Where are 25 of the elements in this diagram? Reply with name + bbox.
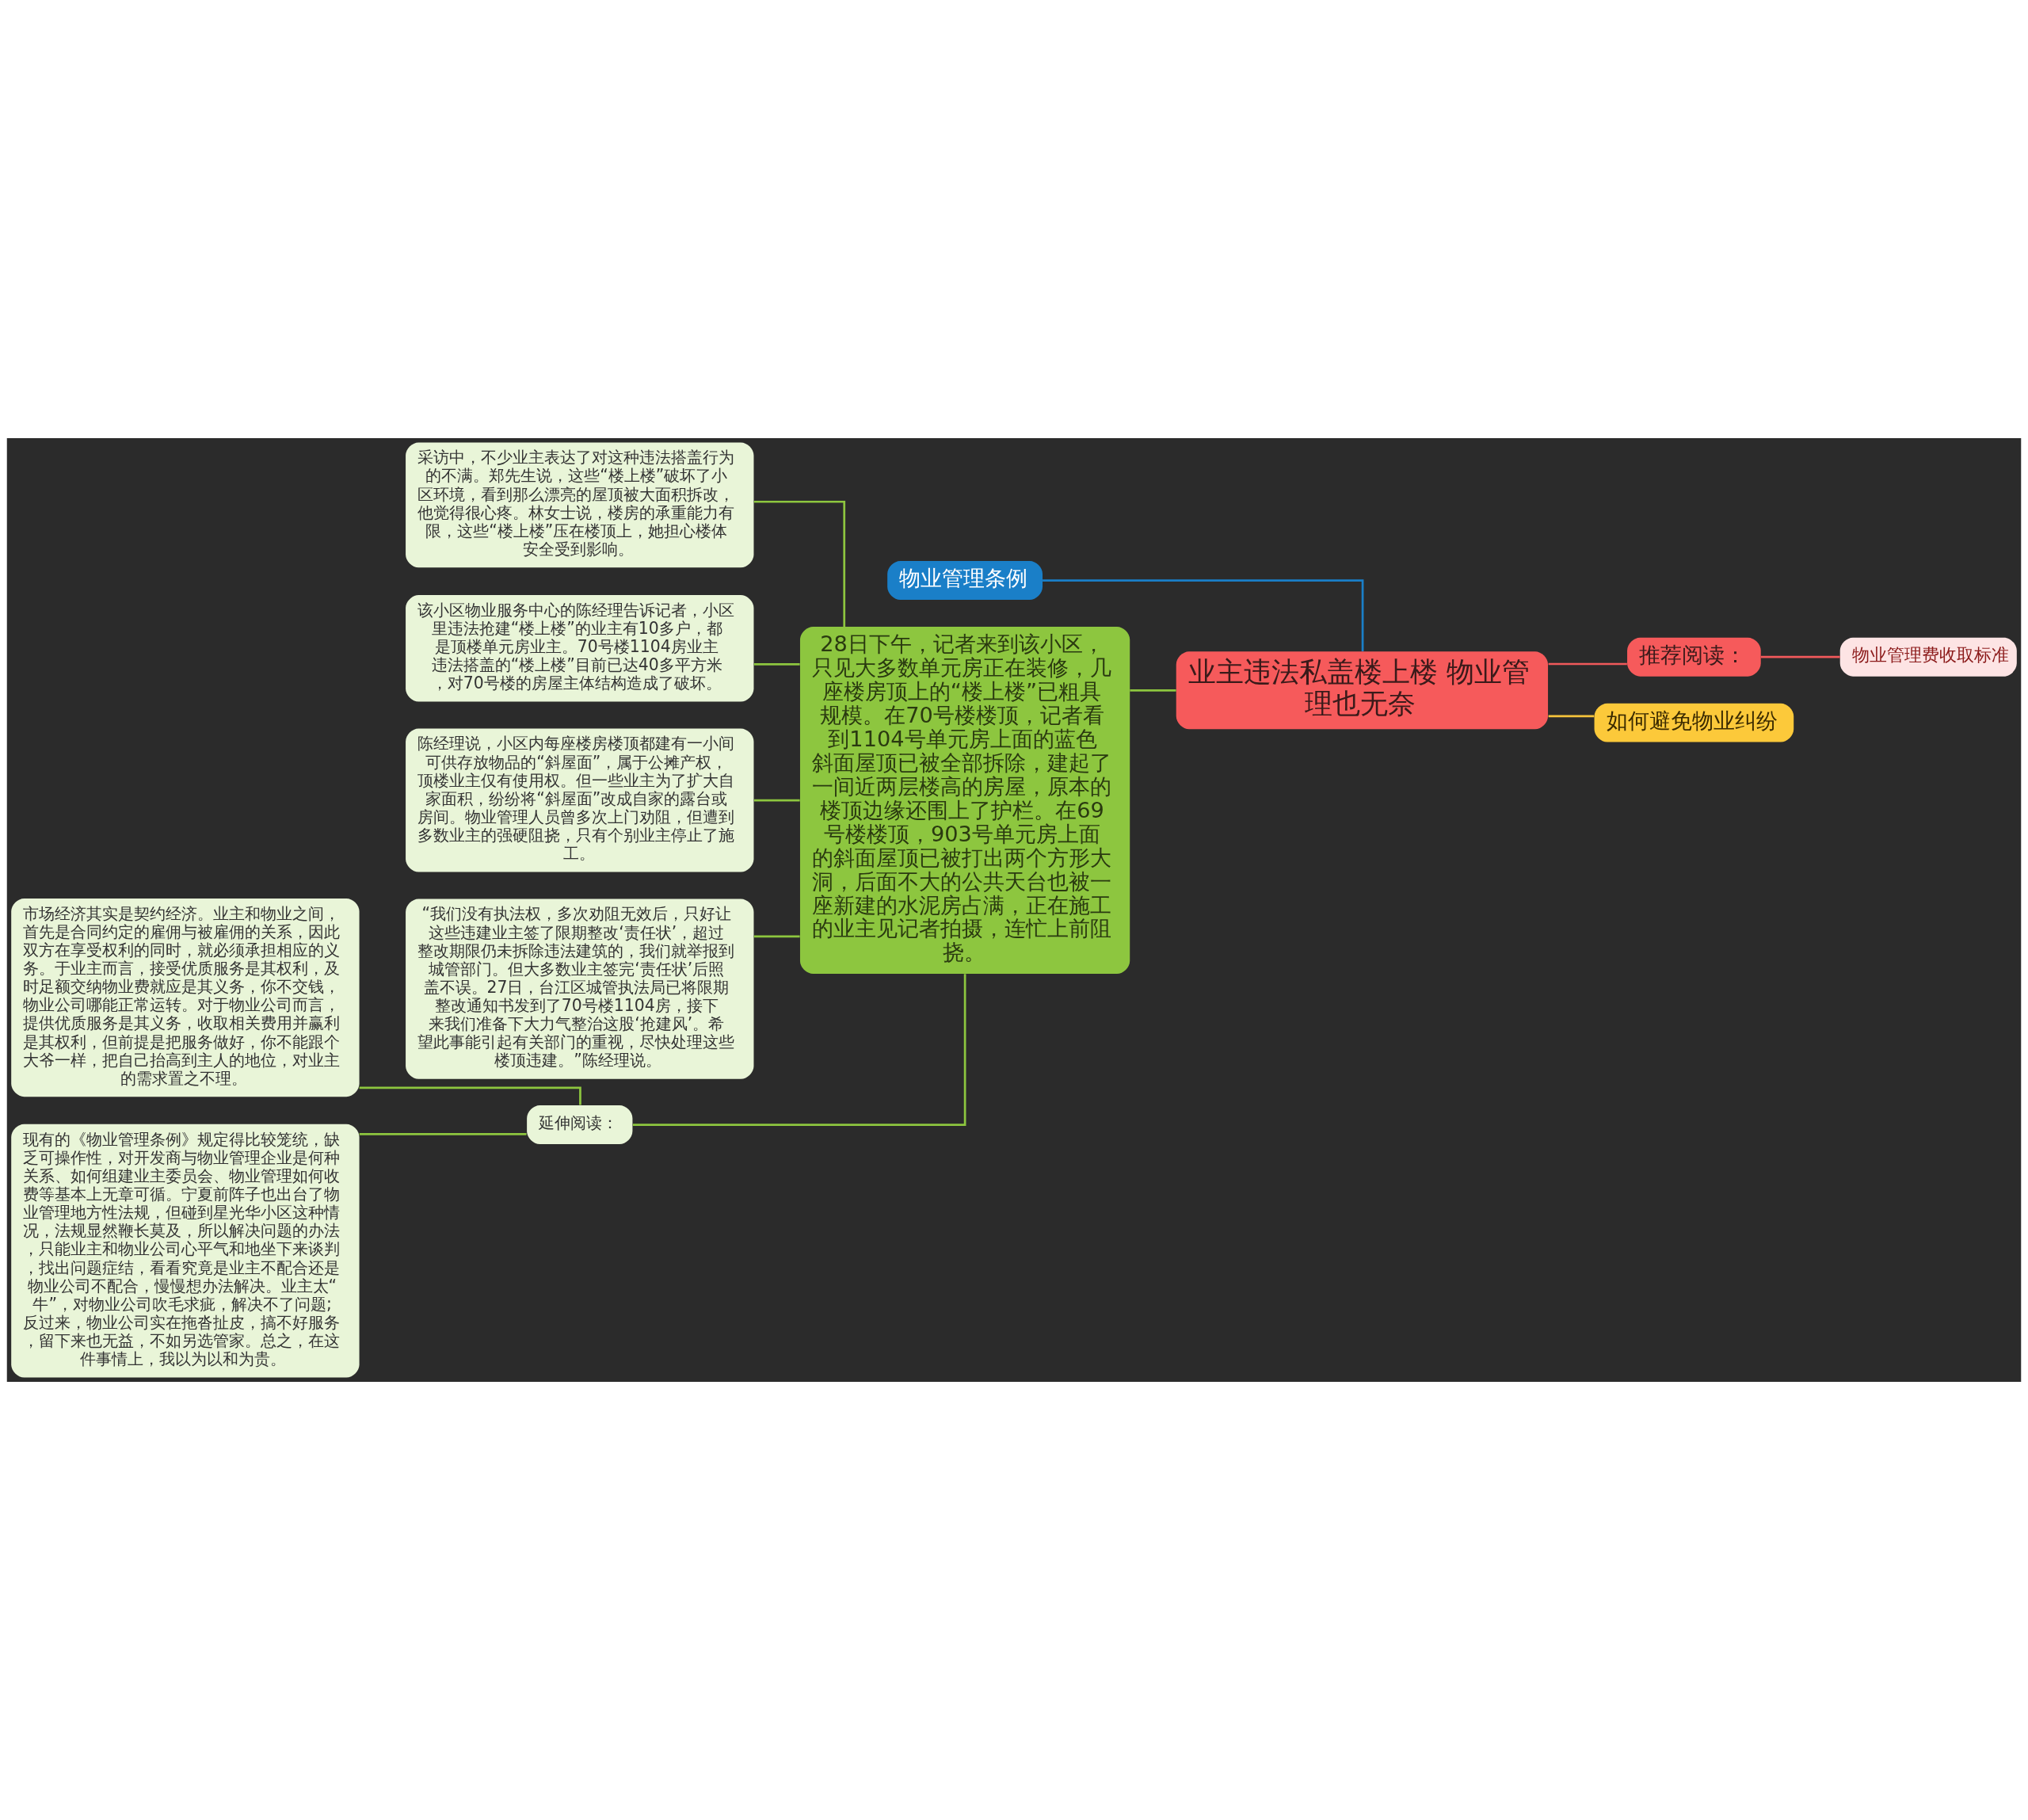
node-box: 物业管理条例 [887, 561, 1043, 601]
node-box: 市场经济其实是契约经济。业主和物业之间，首先是合同约定的雇佣与被雇佣的关系，因此双方在享受权利的同时，就必须承担相应的义务。于业主而言，接受优质服务是其权利，及时足额交纳物业费就应是其义务，你不交钱，物业公司哪能正常运转。对于物业公司而言，提供优质服务是其义务，收取相关费用并赢利是其权利，但前提是把服务做好，你不能跟个大爷一样，把自己抬高到主人的地位，对业主的需求置之不理。 [11, 898, 360, 1097]
connector [359, 1086, 581, 1105]
node-box: “我们没有执法权，多次劝阻无效后，只好让这些违建业主签了限期整改‘责任状’，超过整改期限仍未拆除违法建筑的，我们就举报到城管部门。但大多数业主签完‘责任状’后照盖不误。27日，台江区城管执法局已将限期整改通知书发到了70号楼1104房，接下来我们准备下大力气整治这股‘抢建风’。希望此事能引起有关部门的重视，尽快处理这些楼顶违建。”陈经理说。 [406, 899, 754, 1079]
node-box: 业主违法私盖楼上楼 物业管理也无奈 [1176, 651, 1549, 730]
connector [359, 1133, 527, 1135]
connector [1130, 689, 1176, 692]
node-box: 该小区物业服务中心的陈经理告诉记者，小区里违法抢建“楼上楼”的业主有10多户，都是顶楼单元房业主。70号楼1104房业主违法搭盖的“楼上楼”目前已达40多平方米，对70号楼的房屋主体结构造成了破坏。 [406, 594, 754, 702]
connector [632, 974, 966, 1126]
connector [753, 799, 800, 802]
connector [753, 663, 800, 666]
node-box: 如何避免物业纠纷 [1594, 703, 1794, 742]
connector [753, 500, 846, 627]
connector [1548, 662, 1627, 666]
connector [1548, 715, 1595, 718]
node-box: 28日下午，记者来到该小区，只见大多数单元房正在装修，几座楼房顶上的“楼上楼”已粗具规模。在70号楼楼顶，记者看到1104号单元房上面的蓝色斜面屋顶已被全部拆除，建起了一间近两层楼高的房屋，原本的楼顶边缘还围上了护栏。在69号楼楼顶，903号单元房上面的斜面屋顶已被打出两个方形大洞，后面不大的公共天台也被一座新建的水泥房占满，正在施工的业主见记者拍摄，连忙上前阻挠。 [799, 627, 1130, 975]
node-box: 陈经理说，小区内每座楼房楼顶都建有一小间可供存放物品的“斜屋面”，属于公摊产权，顶楼业主仅有使用权。但一些业主为了扩大自家面积，纷纷将“斜屋面”改成自家的露台或房间。物业管理人员曾多次上门劝阻，但遭到多数业主的强硬阻挠，只有个别业主停止了施工。 [406, 728, 754, 872]
connector [753, 935, 800, 938]
connector [1760, 655, 1840, 658]
node-box: 采访中，不少业主表达了对这种违法搭盖行为的不满。郑先生说，这些“楼上楼”破坏了小区环境，看到那么漂亮的屋顶被大面积拆改，他觉得很心疼。林女士说，楼房的承重能力有限，这些“楼上楼”压在楼顶上，她担心楼体安全受到影响。 [406, 442, 754, 568]
connector [1043, 579, 1364, 651]
node-box: 物业管理费收取标准 [1839, 637, 2017, 677]
node-box: 推荐阅读： [1627, 637, 1761, 677]
node-box: 现有的《物业管理条例》规定得比较笼统，缺乏可操作性，对开发商与物业管理企业是何种关系、如何组建业主委员会、物业管理如何收费等基本上无章可循。宁夏前阵子也出台了物业管理地方性法规，但碰到星光华小区这种情况，法规显然鞭长莫及，所以解决问题的办法，只能业主和物业公司心平气和地坐下来谈判，找出问题症结，看看究竟是业主不配合还是物业公司不配合，慢慢想办法解决。业主太“牛”，对物业公司吹毛求疵，解决不了问题;反过来，物业公司实在拖沓扯皮，搞不好服务，留下来也无益，不如另选管家。总之，在这件事情上，我以为以和为贵。 [11, 1124, 360, 1378]
node-box: 延伸阅读： [527, 1105, 633, 1145]
